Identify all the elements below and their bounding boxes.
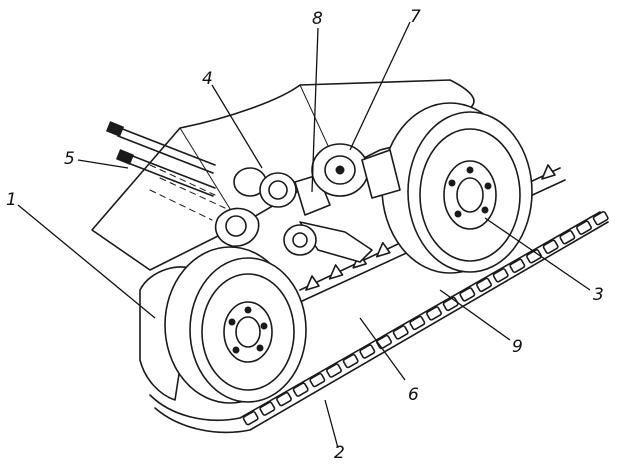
track-link bbox=[492, 268, 509, 283]
track-link bbox=[392, 325, 409, 340]
track-link bbox=[259, 401, 276, 416]
track-link bbox=[309, 372, 326, 388]
guide-tooth bbox=[328, 264, 344, 280]
callout-9: 9 bbox=[512, 337, 523, 357]
track-link bbox=[459, 287, 476, 302]
callout-3: 3 bbox=[593, 285, 604, 305]
torsion-bar-rods bbox=[105, 121, 216, 197]
callout-2: 2 bbox=[334, 443, 345, 463]
track-link bbox=[276, 391, 292, 407]
suspension-assembly bbox=[214, 143, 401, 263]
guide-tooth bbox=[541, 164, 556, 180]
track-link bbox=[409, 315, 426, 331]
callout-4: 4 bbox=[202, 69, 213, 89]
guide-tooth bbox=[376, 241, 391, 258]
guide-tooth bbox=[305, 275, 320, 291]
callout-5: 5 bbox=[64, 149, 75, 169]
track-link bbox=[592, 210, 609, 226]
track-link bbox=[559, 230, 576, 245]
track-link bbox=[242, 410, 259, 426]
track-link bbox=[442, 296, 459, 312]
track-link bbox=[359, 344, 376, 359]
callout-labels: 1 2 3 4 5 6 7 8 9 bbox=[6, 7, 604, 463]
track-link bbox=[342, 353, 359, 369]
rear-road-wheel bbox=[381, 102, 533, 274]
track-link bbox=[526, 249, 542, 264]
front-road-wheel bbox=[139, 246, 307, 404]
track-link bbox=[292, 382, 309, 397]
track-link bbox=[509, 258, 526, 274]
track-link bbox=[376, 334, 392, 350]
track-link bbox=[576, 220, 592, 235]
track-link bbox=[542, 239, 559, 254]
track-link bbox=[426, 306, 442, 321]
leader-lines bbox=[17, 21, 591, 449]
callout-7: 7 bbox=[410, 7, 421, 27]
track-link bbox=[476, 277, 492, 293]
callout-8: 8 bbox=[312, 9, 323, 29]
callout-1: 1 bbox=[6, 190, 17, 210]
track-link bbox=[326, 363, 342, 378]
track-chain bbox=[149, 210, 609, 434]
callout-6: 6 bbox=[408, 385, 419, 405]
